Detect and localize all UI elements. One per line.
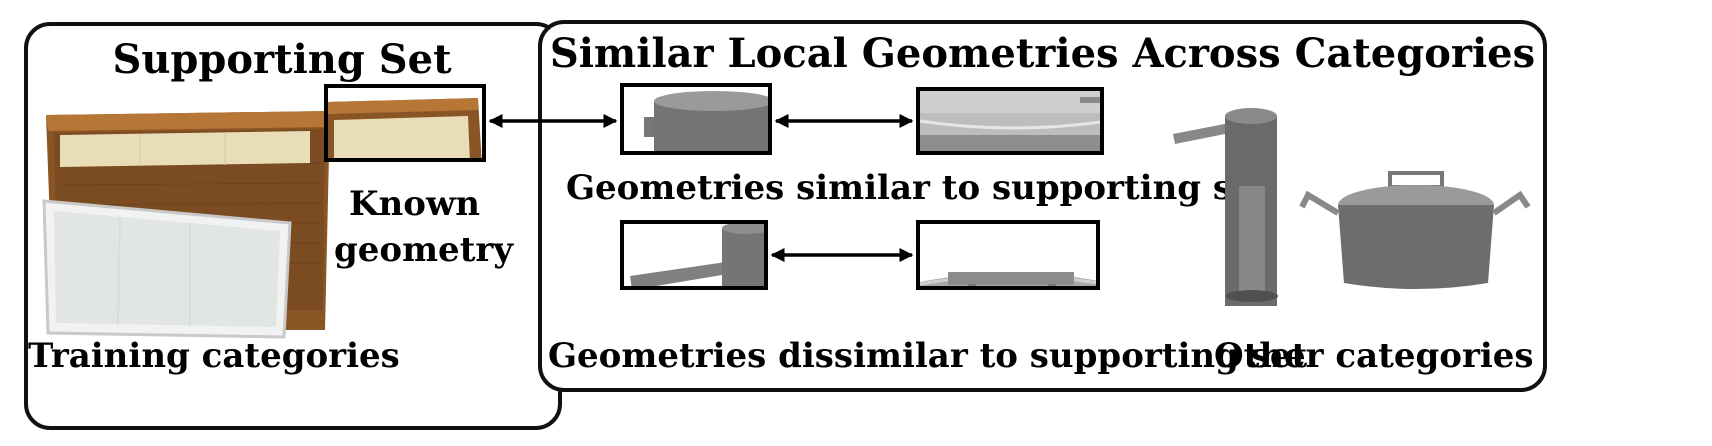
known-label-line2: geometry [334,230,514,270]
faucet-body-crop [620,83,772,155]
cabinet-image [40,105,330,370]
pot-image [1298,165,1533,295]
faucet-handle-crop [620,220,768,290]
training-categories-label: Training categories [28,336,400,376]
faucet-image [1165,100,1285,310]
known-geometry-crop [324,84,486,162]
pot-handle-crop [916,220,1100,290]
pot-rim-crop [916,87,1104,155]
supporting-set-title: Supporting Set [112,36,452,83]
known-label-line1: Known [349,184,480,224]
other-categories-label: Other categories [1214,336,1534,376]
similar-caption: Geometries similar to supporting set [566,168,1270,208]
similar-geometries-title: Similar Local Geometries Across Categori… [549,30,1536,77]
dissimilar-caption: Geometries dissimilar to supporting set [548,336,1308,376]
